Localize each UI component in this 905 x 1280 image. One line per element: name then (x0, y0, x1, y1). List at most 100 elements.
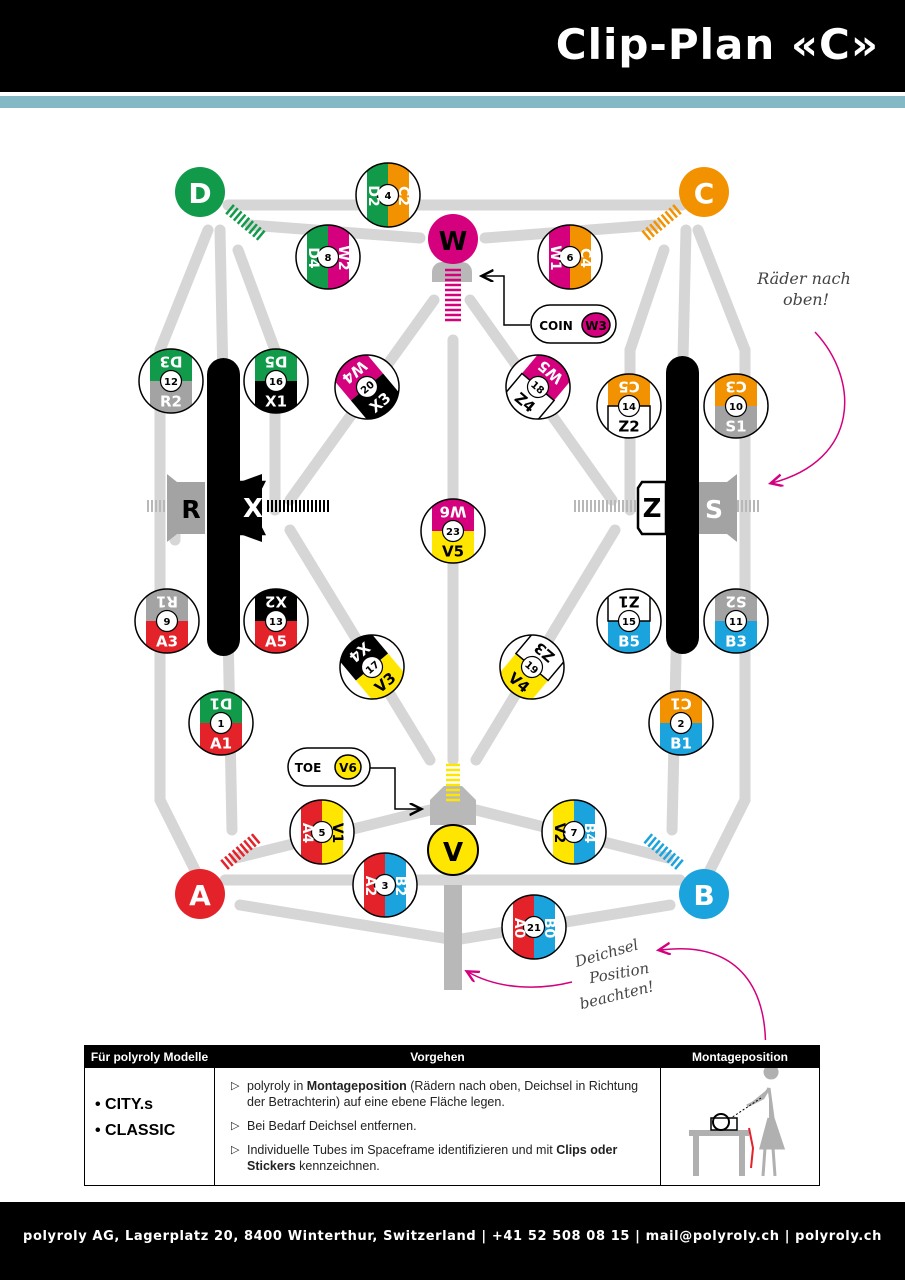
node-c: C (679, 167, 729, 217)
position-header: Montageposition (661, 1046, 819, 1068)
clip-label-right: C4 (577, 248, 593, 268)
model-city-s: • CITY.s (95, 1096, 154, 1113)
w-pin (432, 262, 472, 322)
clip-label-top: D1 (210, 695, 233, 713)
clip-label-bottom: S1 (725, 418, 746, 436)
clip-number: 23 (446, 527, 460, 538)
clip-number: 7 (571, 828, 578, 839)
node-a: A (175, 869, 225, 919)
clip-label-bottom: A3 (156, 633, 178, 651)
clip-3: 3 A2 B2 (352, 852, 418, 918)
clip-number: 3 (382, 881, 389, 892)
side-tab-s: S (699, 474, 737, 542)
wheels-up-arrow (772, 331, 846, 483)
clip-number: 4 (385, 191, 392, 202)
clip-label-top: X2 (265, 593, 287, 611)
instructions-table: Für polyroly Modelle • CITY.s • CLASSIC … (84, 1045, 820, 1186)
clip-label-top: D5 (265, 353, 288, 371)
clip-label-right: W2 (335, 245, 351, 270)
clip-number: 6 (567, 253, 574, 264)
drawbar-arrow-b (660, 949, 767, 1040)
clip-label-right: B4 (581, 823, 597, 844)
clip-label-bottom: B5 (618, 633, 640, 651)
clip-number: 13 (269, 617, 283, 628)
clip-number: 14 (622, 402, 636, 413)
clip-number: 12 (164, 377, 178, 388)
svg-text:A: A (189, 879, 211, 912)
page-title: Clip-Plan «C» (555, 20, 879, 69)
clip-number: 1 (218, 719, 225, 730)
clip-label-top: Z1 (618, 593, 639, 611)
step-2: ▷ Bei Bedarf Deichsel entfernen. (231, 1119, 417, 1133)
node-v: V (427, 824, 479, 876)
clip-label-top: S2 (725, 593, 746, 611)
drawbar-arrow-a (468, 972, 573, 988)
clip-label-top: D3 (160, 353, 183, 371)
clip-label-left: A0 (511, 918, 527, 939)
clip-number: 21 (527, 923, 541, 934)
svg-text:D: D (188, 177, 211, 210)
clip-number: 11 (729, 617, 743, 628)
clip-label-bottom: A5 (265, 633, 287, 651)
clip-label-top: C3 (725, 378, 746, 396)
steps-column: Vorgehen ▷ polyroly in Montageposition (… (215, 1046, 661, 1185)
clip-label-right: B2 (392, 876, 408, 896)
clip-label-left: A4 (299, 823, 315, 844)
clip-number: 8 (325, 253, 332, 264)
clip-label-left: A2 (362, 876, 378, 897)
letter-r: R (181, 495, 200, 524)
clip-7: 7 V2 B4 (541, 799, 607, 865)
clip-8: 8 D4 W2 (295, 224, 361, 290)
footer-contact: polyroly AG, Lagerplatz 20, 8400 Wintert… (23, 1229, 882, 1244)
side-tab-r: R (167, 474, 205, 542)
left-wheel-bar (207, 358, 240, 656)
svg-text:V: V (443, 838, 463, 868)
steps-header: Vorgehen (215, 1046, 660, 1068)
step-1: ▷ polyroly in Montageposition (Rädern na… (231, 1079, 639, 1109)
clip-label-left: D2 (365, 185, 381, 206)
clip-label-top: C1 (670, 695, 691, 713)
clip-number: 15 (622, 617, 636, 628)
letter-z: Z (643, 494, 662, 524)
clip-label-left: W1 (547, 245, 563, 270)
clip-label-bottom: A1 (210, 735, 232, 753)
clip-label-bottom: V5 (442, 543, 464, 561)
drawbar-note: Deichsel Position beachten! (572, 936, 656, 1014)
clip-label-bottom: R2 (160, 393, 182, 411)
corner-pins (220, 204, 684, 870)
svg-text:B: B (693, 879, 714, 912)
coin-label: COIN (539, 319, 573, 333)
clip-label-bottom: X1 (265, 393, 287, 411)
models-column: Für polyroly Modelle • CITY.s • CLASSIC (85, 1046, 215, 1185)
clip-label-left: D4 (305, 247, 321, 269)
clip-label-left: V2 (551, 823, 567, 844)
svg-text:C: C (694, 177, 715, 210)
clip-label-bottom: B1 (670, 735, 692, 753)
clip-6: 6 W1 C4 (537, 224, 603, 290)
footer-bar: polyroly AG, Lagerplatz 20, 8400 Wintert… (0, 1202, 905, 1280)
node-d: D (175, 167, 225, 217)
model-classic: • CLASSIC (95, 1122, 176, 1139)
v-pin (430, 763, 476, 825)
clip-number: 5 (319, 828, 326, 839)
position-column: Montageposition (661, 1046, 819, 1185)
coin-callout: COIN W3 (483, 276, 617, 344)
toe-callout: TOE V6 (287, 747, 420, 809)
letter-x: X (243, 494, 263, 524)
